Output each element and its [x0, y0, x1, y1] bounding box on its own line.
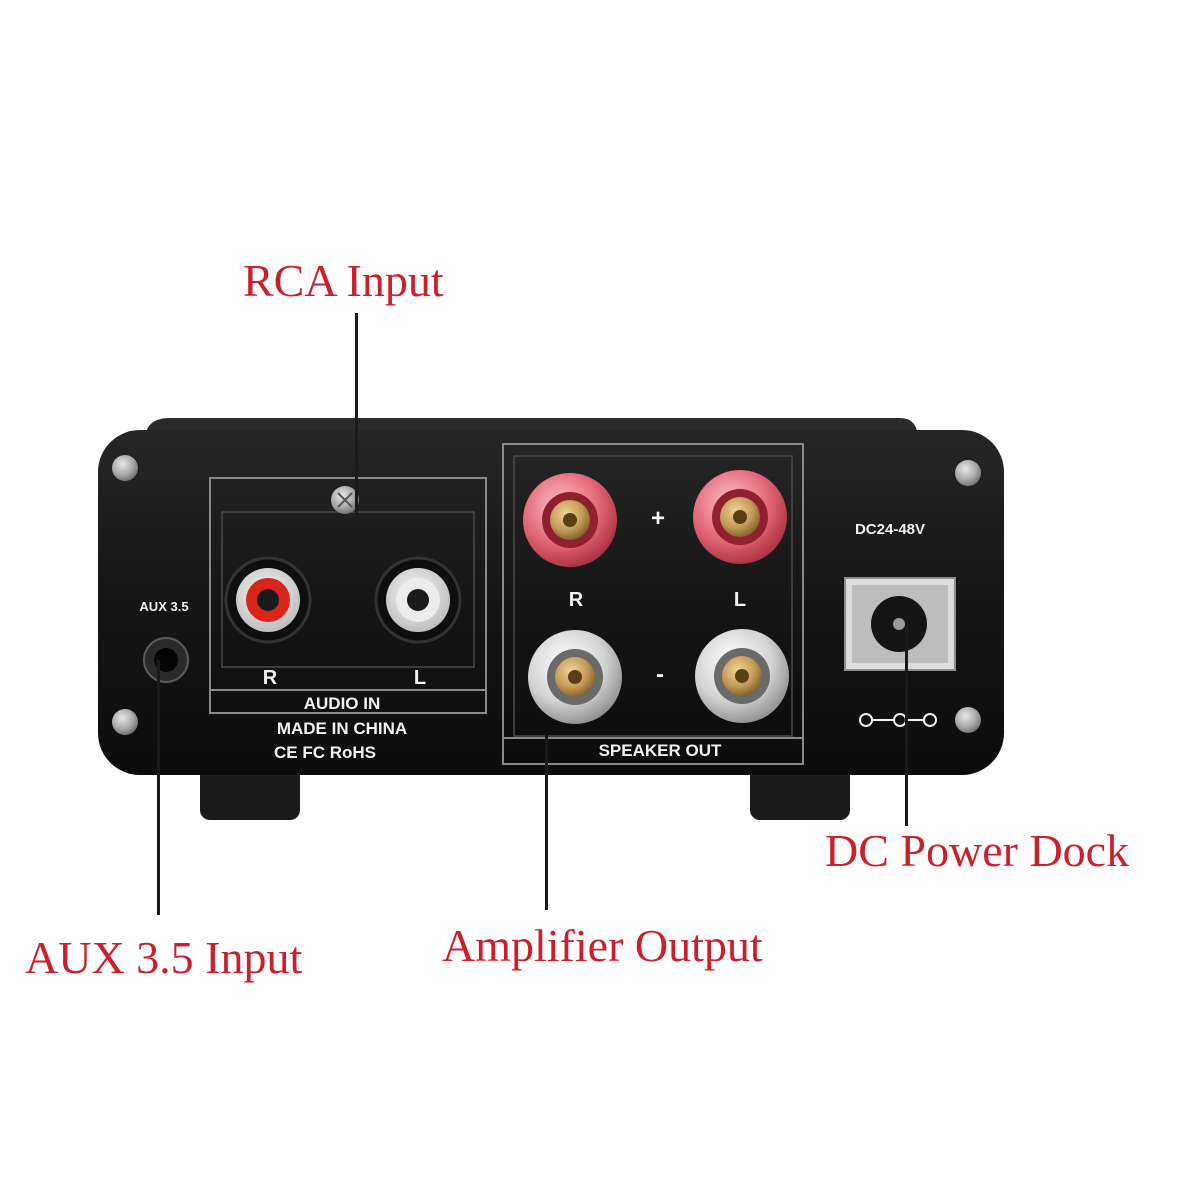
aux-jack[interactable]	[143, 637, 189, 683]
audio-in-frame	[209, 477, 487, 714]
dc-voltage-label: DC24-48V	[855, 521, 925, 538]
rca-jack-left[interactable]	[374, 556, 462, 644]
rca-jack-right[interactable]	[224, 556, 312, 644]
speaker-terminal-right-positive[interactable]	[523, 473, 617, 567]
corner-screws	[112, 455, 981, 735]
made-in-label: MADE IN CHINA	[277, 719, 407, 738]
aux-input-callout: AUX 3.5 Input	[25, 932, 303, 983]
rca-input-callout: RCA Input	[243, 255, 444, 306]
rca-left-label: L	[414, 667, 426, 689]
dc-power-jack[interactable]	[844, 577, 956, 671]
amplifier-output-callout: Amplifier Output	[442, 920, 763, 971]
speaker-right-label: R	[569, 589, 584, 611]
speaker-terminal-left-positive[interactable]	[693, 470, 787, 564]
speaker-plus-label: +	[651, 505, 665, 532]
audio-in-label: AUDIO IN	[304, 694, 381, 713]
speaker-minus-label: -	[656, 661, 664, 688]
speaker-out-label: SPEAKER OUT	[599, 741, 722, 760]
foot-right	[750, 765, 850, 820]
foot-left	[200, 765, 300, 820]
certifications-label: CE FC RoHS	[274, 743, 376, 762]
rca-right-label: R	[263, 667, 278, 689]
aux-label: AUX 3.5	[139, 599, 188, 614]
speaker-terminal-left-negative[interactable]	[695, 629, 789, 723]
dc-power-dock-callout: DC Power Dock	[825, 825, 1130, 876]
speaker-terminal-right-negative[interactable]	[528, 630, 622, 724]
speaker-out-frame	[502, 443, 804, 765]
amplifier-output-leader	[545, 735, 548, 910]
speaker-left-label: L	[734, 589, 746, 611]
rca-input-leader	[355, 313, 358, 515]
aux-input-leader	[157, 660, 160, 915]
dc-power-dock-leader	[905, 626, 908, 826]
